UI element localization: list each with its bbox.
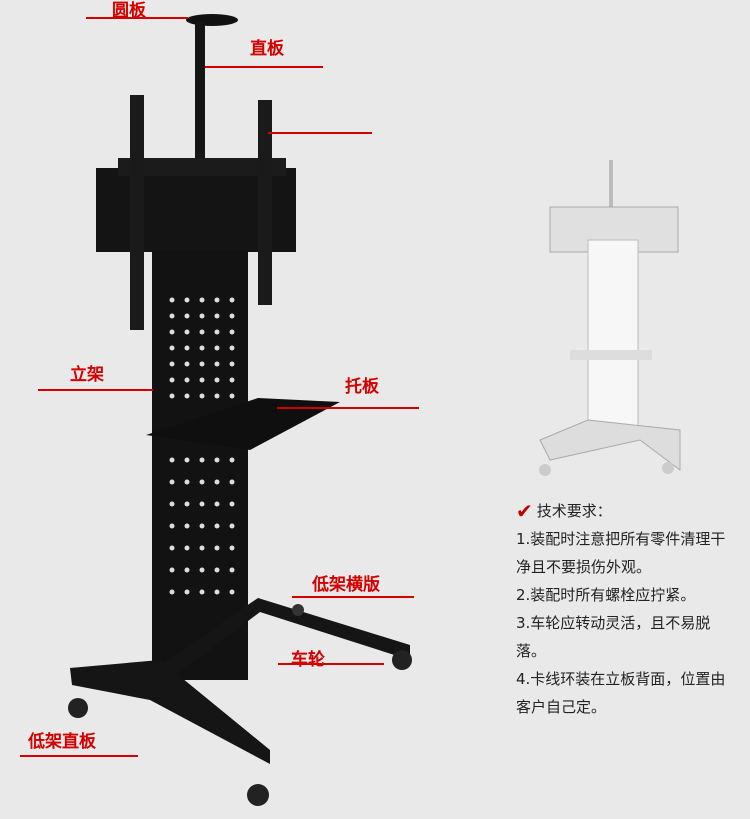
perforation xyxy=(169,501,175,507)
perforation xyxy=(229,567,235,573)
perforation xyxy=(199,377,205,383)
check-icon: ✔ xyxy=(516,499,533,523)
perforation xyxy=(169,377,175,383)
perforation xyxy=(214,313,220,319)
perforation xyxy=(214,545,220,551)
requirement-item: 3.车轮应转动灵活，且不易脱落。 xyxy=(516,614,711,660)
line-upright xyxy=(38,389,153,391)
perforation xyxy=(199,297,205,303)
perforation xyxy=(184,361,190,367)
technical-requirements: ✔ 技术要求： 1.装配时注意把所有零件清理干净且不要损伤外观。 2.装配时所有… xyxy=(516,497,736,721)
perforation xyxy=(214,567,220,573)
perforation xyxy=(184,523,190,529)
perforation xyxy=(199,501,205,507)
perforation xyxy=(229,523,235,529)
line-round-plate xyxy=(86,17,188,19)
perforation xyxy=(214,501,220,507)
perforation xyxy=(199,523,205,529)
perforation xyxy=(184,545,190,551)
perforation xyxy=(199,457,205,463)
perforation xyxy=(229,313,235,319)
perforation xyxy=(199,361,205,367)
perforation xyxy=(214,457,220,463)
perforation xyxy=(169,567,175,573)
perforation xyxy=(184,345,190,351)
perforation xyxy=(214,361,220,367)
perforation xyxy=(199,479,205,485)
perforation xyxy=(229,589,235,595)
perforation xyxy=(184,457,190,463)
perforation xyxy=(229,361,235,367)
perforation xyxy=(184,297,190,303)
perforation xyxy=(169,345,175,351)
requirements-title: 技术要求： xyxy=(536,502,612,520)
requirements-title-row: ✔ 技术要求： xyxy=(516,497,736,525)
perforation xyxy=(214,345,220,351)
perforation xyxy=(199,329,205,335)
line-low-straight-plate xyxy=(20,755,138,757)
perforation xyxy=(169,545,175,551)
perforation xyxy=(169,313,175,319)
perforation xyxy=(169,457,175,463)
perforation xyxy=(199,589,205,595)
perforation xyxy=(229,479,235,485)
label-low-cross-plate: 低架横版 xyxy=(312,575,380,595)
perforation xyxy=(169,361,175,367)
perforation xyxy=(169,329,175,335)
perforation xyxy=(214,377,220,383)
perforation xyxy=(229,393,235,399)
perforation xyxy=(184,377,190,383)
perforation xyxy=(229,329,235,335)
line-bracket xyxy=(268,132,372,134)
perforation xyxy=(184,589,190,595)
line-low-cross-plate xyxy=(292,596,414,598)
perforation xyxy=(229,545,235,551)
perforation xyxy=(229,457,235,463)
perforation xyxy=(229,501,235,507)
perforation xyxy=(199,313,205,319)
perforation xyxy=(229,297,235,303)
perforation xyxy=(169,393,175,399)
perforation xyxy=(199,345,205,351)
perforation xyxy=(184,313,190,319)
perforation xyxy=(169,479,175,485)
label-wheel: 车轮 xyxy=(291,650,325,670)
perforation xyxy=(214,479,220,485)
label-straight-plate: 直板 xyxy=(250,39,284,59)
perforation xyxy=(214,523,220,529)
perforation xyxy=(169,523,175,529)
perforation xyxy=(214,329,220,335)
perforation xyxy=(169,589,175,595)
requirement-item: 4.卡线环装在立板背面，位置由客户自己定。 xyxy=(516,670,726,716)
label-tray: 托板 xyxy=(345,377,379,397)
perforation xyxy=(229,377,235,383)
line-wheel xyxy=(278,663,384,665)
perforation xyxy=(184,479,190,485)
perforation xyxy=(214,297,220,303)
perforation xyxy=(184,329,190,335)
line-straight-plate xyxy=(205,66,323,68)
requirement-item: 1.装配时注意把所有零件清理干净且不要损伤外观。 xyxy=(516,530,726,576)
perforation xyxy=(169,297,175,303)
tray-shape xyxy=(146,398,340,450)
perforation xyxy=(184,567,190,573)
perforation xyxy=(199,567,205,573)
line-tray xyxy=(277,407,419,409)
perforation xyxy=(214,589,220,595)
perforation xyxy=(199,545,205,551)
label-round-plate: 圆板 xyxy=(112,1,146,21)
label-upright: 立架 xyxy=(70,365,104,385)
perforation xyxy=(214,393,220,399)
perforation xyxy=(199,393,205,399)
perforation xyxy=(184,393,190,399)
label-low-straight-plate: 低架直板 xyxy=(28,732,96,752)
perforation xyxy=(229,345,235,351)
perforation xyxy=(184,501,190,507)
requirement-item: 2.装配时所有螺栓应拧紧。 xyxy=(516,586,696,604)
